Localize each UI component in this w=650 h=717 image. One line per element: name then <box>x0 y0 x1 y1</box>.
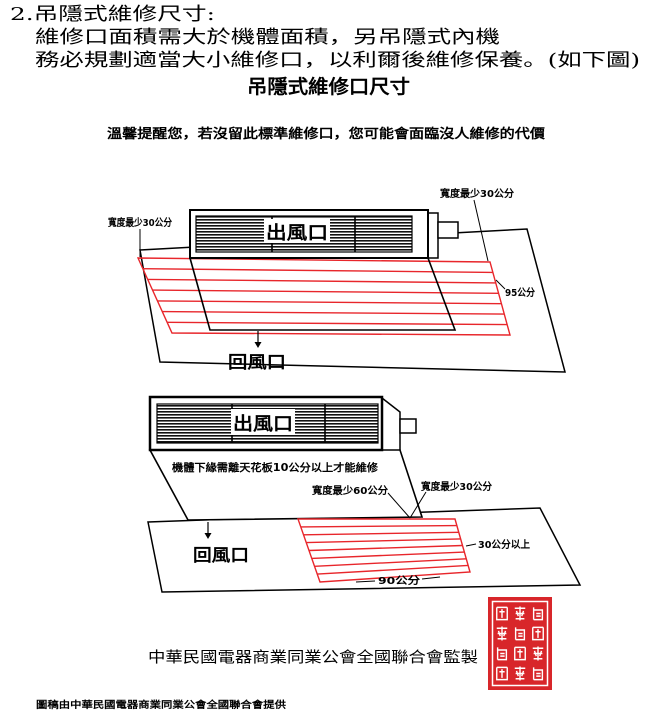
supervision-line: 中華民國電器商業同業公會全國聯合會監製 <box>148 648 478 666</box>
leader-line <box>495 279 506 290</box>
outlet-label: 出風口 <box>266 222 328 244</box>
unit-body <box>188 257 457 331</box>
unit-end-cap <box>427 212 439 259</box>
leader-line <box>409 491 427 519</box>
opening-stripe <box>303 531 459 536</box>
depth-label: 30公分以上 <box>478 538 530 551</box>
opening-stripe <box>306 538 461 544</box>
unit-body <box>148 449 424 521</box>
down-arrow-icon <box>254 331 262 348</box>
opening-stripe <box>167 321 508 326</box>
paragraph-line-1: 維修口面積需大於機體面積，另吊隱式內機 <box>35 27 500 48</box>
paragraph-line-2: 務必規劃適當大小維修口，以利爾後維修保養。(如下圖) <box>35 50 640 71</box>
leader-line <box>421 576 441 580</box>
return-air-label: 回風口 <box>228 353 286 373</box>
leader-line <box>387 492 411 519</box>
left-width-label: 寬度最少30公分 <box>107 216 172 229</box>
outlet-label-bg <box>231 409 295 435</box>
seal-glyph <box>531 645 545 662</box>
diagram-lower: 出風口 機體下緣需離天花板10公分以上才能維修 回風口 寬度最少60公分 寬度最… <box>147 395 582 593</box>
opening-stripe <box>317 564 469 575</box>
seal-glyph <box>495 625 509 642</box>
opening-stripe <box>152 289 499 294</box>
section-heading: 2.吊隱式維修尺寸: <box>10 4 215 25</box>
opening-stripe <box>142 268 493 274</box>
down-arrow-icon <box>204 522 212 539</box>
opening-stripe <box>162 310 505 315</box>
outlet-label: 出風口 <box>233 413 293 435</box>
seal-glyph <box>513 665 527 682</box>
maintenance-opening <box>297 518 471 583</box>
clearance-note: 機體下緣需離天花板10公分以上才能維修 <box>172 461 379 474</box>
figure-title: 吊隱式維修口尺寸 <box>247 75 410 98</box>
leader-line <box>355 580 376 583</box>
unit-pipe <box>437 221 459 239</box>
opening-outline <box>297 518 471 583</box>
credit-line: 圖稿由中華民國電器商業同業公會全國聯合會提供 <box>36 699 287 711</box>
seal-glyph <box>513 605 527 622</box>
length-label: 90公分 <box>378 574 420 587</box>
side-width-label: 寬度最少30公分 <box>420 480 492 493</box>
leader-line <box>465 543 477 547</box>
unit-side-face <box>381 397 401 450</box>
reminder-text: 溫馨提醒您，若沒留此標準維修口，您可能會面臨沒人維修的代價 <box>107 126 546 142</box>
front-width-label: 寬度最少60公分 <box>311 484 388 497</box>
opening-stripe <box>314 558 467 567</box>
official-seal <box>488 597 552 690</box>
opening-stripe <box>147 278 496 284</box>
leader-line <box>473 199 489 262</box>
return-air-label: 回風口 <box>193 546 249 566</box>
unit-pipe <box>399 418 417 434</box>
maintenance-opening <box>136 257 511 336</box>
opening-outline <box>136 257 511 336</box>
opening-stripe <box>311 551 465 560</box>
length-label: 95公分 <box>505 286 535 299</box>
opening-stripe <box>300 524 457 528</box>
outlet-label-bg <box>264 219 330 243</box>
seal-inner-border <box>491 600 549 687</box>
top-width-label: 寬度最少30公分 <box>439 187 514 200</box>
opening-stripe <box>157 300 502 305</box>
opening-stripe <box>308 544 463 552</box>
diagram-upper: 出風口 回風口 寬度最少30公分 寬度最少30公分 95公分 <box>107 187 566 373</box>
